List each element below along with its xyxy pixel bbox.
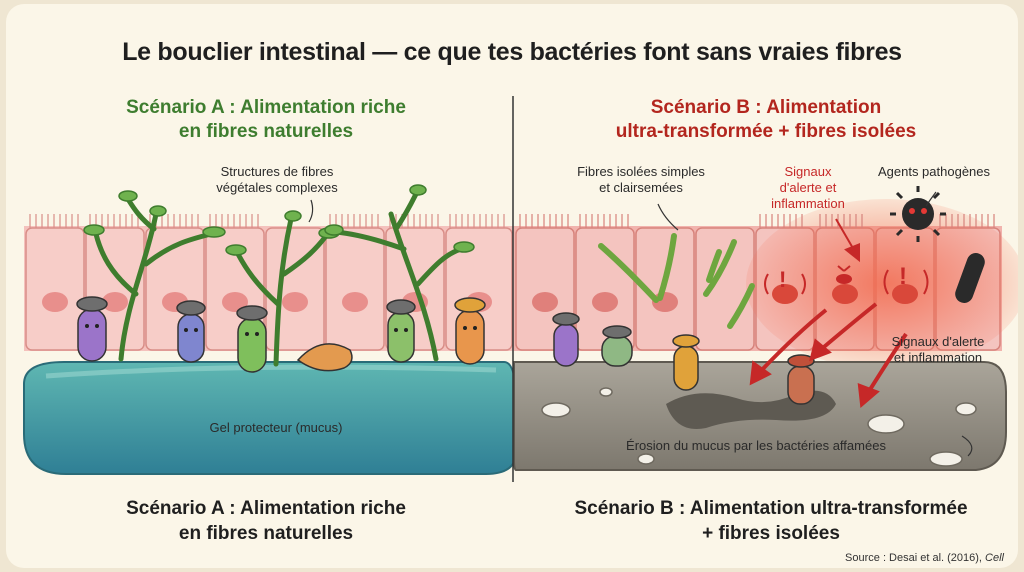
alert-icon: ! ! [779,263,907,292]
scenario-a-caption: Scénario A : Alimentation riche en fibre… [36,496,496,546]
alert-signals-label-2-line1: Signaux d'alerte [891,334,985,349]
pathogen-label: Agents pathogènes [877,164,991,179]
alert-signals-label-line3: inflammation [771,196,845,211]
source-prefix: Source : Desai et al. (2016), [845,552,986,564]
svg-text:!: ! [779,267,786,292]
scenario-a-caption-line2: en fibres naturelles [178,523,354,544]
illustration: ! ! [23,96,1018,482]
isolated-fibres-label-line2: et clairsemées [599,180,683,195]
scenario-b-caption-line1: Scénario B : Alimentation ultra-transfor… [574,498,968,519]
alert-signals-label-line2: d'alerte et [779,180,837,195]
source-citation: Source : Desai et al. (2016), Cell [845,552,1004,564]
scenario-a-heading-line1: Scénario A : Alimentation riche [126,97,406,118]
alert-signals-label-2-line2: et inflammation [893,350,983,365]
scenario-b-caption-line2: + fibres isolées [702,523,840,544]
scenario-b-caption: Scénario B : Alimentation ultra-transfor… [526,496,1016,546]
svg-text:!: ! [899,263,907,290]
complex-fibres-label-line1: Structures de fibres [220,164,334,179]
bacteria-starving [552,312,815,405]
complex-fibres-label-line2: végétales complexes [216,180,338,195]
page-title: Le bouclier intestinal — ce que tes bact… [122,38,902,66]
scenario-a-heading: Scénario A : Alimentation riche en fibre… [66,96,466,144]
isolated-fibres [598,233,755,329]
scenario-b-heading-line1: Scénario B : Alimentation [650,97,882,118]
pathogen-icon [890,186,985,303]
isolated-fibres-label: Fibres isolées simples et clairsemées [556,164,726,196]
bacteria-healthy [76,296,486,373]
alert-signals-label-2: Signaux d'alerte et inflammation [878,334,998,366]
mucus-label: Gel protecteur (mucus) [209,420,343,435]
alert-signals-label-line1: Signaux [784,164,832,179]
scenario-a-caption-line1: Scénario A : Alimentation riche [126,498,406,519]
mucus-healthy [23,361,517,475]
alert-signals-label: Signaux d'alerte et inflammation [758,164,858,212]
scenario-b-heading: Scénario B : Alimentation ultra-transfor… [566,96,966,144]
erosion-label: Érosion du mucus par les bactéries affam… [626,438,886,453]
complex-fibres-label: Structures de fibres végétales complexes [192,164,362,196]
epithelium-right: ! ! [514,199,1018,369]
infographic-card: ! ! [6,4,1018,568]
inflammation-arrow-icon [749,218,908,408]
isolated-fibres-label-line1: Fibres isolées simples [577,164,705,179]
source-journal: Cell [985,552,1004,564]
scenario-a-heading-line2: en fibres naturelles [178,121,354,142]
scenario-b-heading-line2: ultra-transformée + fibres isolées [615,121,917,142]
